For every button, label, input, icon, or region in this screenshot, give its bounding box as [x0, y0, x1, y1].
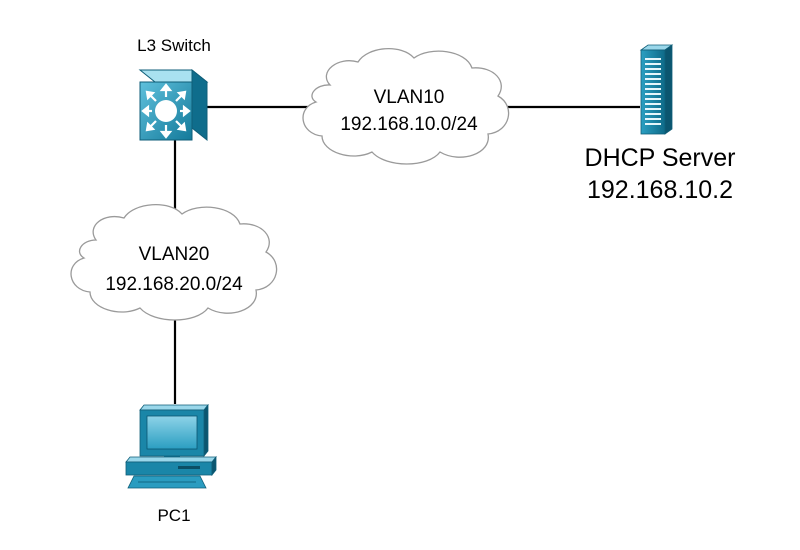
- vlan10-name: VLAN10: [374, 87, 445, 108]
- l3-switch[interactable]: L3 Switch: [137, 36, 211, 142]
- links: [173, 105, 640, 404]
- pc1[interactable]: PC1: [125, 403, 217, 525]
- vlan10-cloud[interactable]: VLAN10 192.168.10.0/24: [302, 47, 510, 165]
- cloud-icon: [70, 203, 278, 321]
- vlan20-cloud[interactable]: VLAN20 192.168.20.0/24: [70, 203, 278, 321]
- vlan20-subnet: 192.168.20.0/24: [105, 274, 243, 295]
- l3-switch-icon: [138, 68, 209, 142]
- dhcp-server[interactable]: DHCP Server 192.168.10.2: [585, 44, 736, 204]
- vlan10-subnet: 192.168.10.0/24: [340, 114, 478, 135]
- server-ip: 192.168.10.2: [587, 176, 733, 204]
- switch-label: L3 Switch: [137, 36, 211, 55]
- server-name: DHCP Server: [585, 144, 736, 172]
- vlan20-name: VLAN20: [139, 244, 210, 265]
- desktop-computer-icon: [125, 403, 217, 489]
- server-tower-icon: [639, 44, 674, 135]
- pc-label: PC1: [157, 506, 190, 525]
- cloud-icon: [302, 47, 510, 165]
